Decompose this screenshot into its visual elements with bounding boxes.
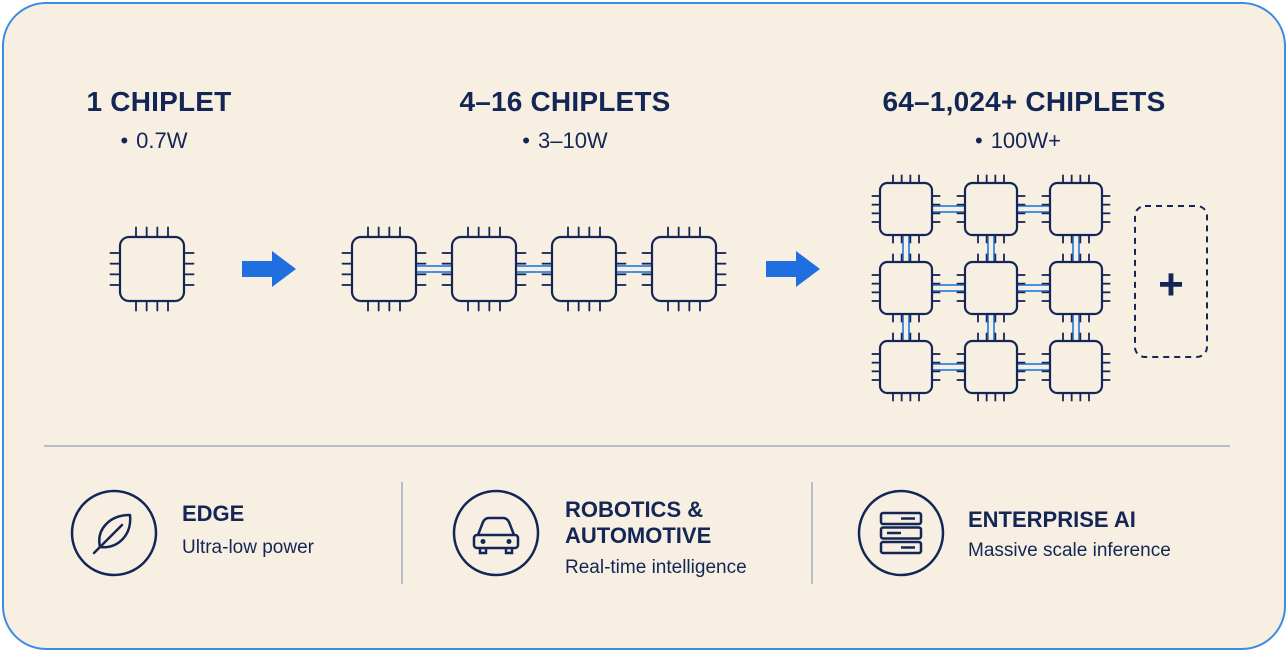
chip-row-4 xyxy=(641,226,727,312)
bullet: • xyxy=(974,128,983,153)
chip-row-2 xyxy=(441,226,527,312)
arrows xyxy=(242,251,820,287)
chip-grid-1-3 xyxy=(1041,174,1111,244)
stage-3-power-value: 100W+ xyxy=(990,128,1062,153)
chip-body xyxy=(963,260,1019,316)
chip-body xyxy=(118,235,186,303)
chip-body xyxy=(963,181,1019,237)
chip-grid-1-2 xyxy=(956,174,1026,244)
chip-grid-3-3 xyxy=(1041,332,1111,402)
chip-body xyxy=(1048,181,1104,237)
chip-grid-3-2 xyxy=(956,332,1026,402)
stage-2-title: 4–16 CHIPLETS xyxy=(459,86,671,117)
use-case-title-line2: AUTOMOTIVE xyxy=(565,523,712,548)
chiplet-diagram: + xyxy=(109,174,1208,402)
column-divider xyxy=(401,482,403,584)
chip-body xyxy=(878,339,934,395)
stage-1-power: • 0.7W xyxy=(120,128,187,154)
use-case-title: ENTERPRISE AI xyxy=(968,507,1136,532)
arrow-right-icon xyxy=(766,251,820,287)
chip-body xyxy=(550,235,618,303)
chip-body xyxy=(878,260,934,316)
stage-1-title: 1 CHIPLET xyxy=(86,86,232,117)
chip-row-3 xyxy=(541,226,627,312)
expand-placeholder: + xyxy=(1134,205,1208,358)
use-case-subtitle: Massive scale inference xyxy=(968,540,1171,561)
chips xyxy=(109,174,1111,402)
bullet: • xyxy=(120,128,129,153)
chip-grid-2-1 xyxy=(871,253,941,323)
chip-grid-3-1 xyxy=(871,332,941,402)
arrow-right-icon xyxy=(242,251,296,287)
connectors xyxy=(416,205,1080,371)
use-case-subtitle: Ultra-low power xyxy=(182,537,314,558)
chip-grid-2-2 xyxy=(956,253,1026,323)
chip-body xyxy=(650,235,718,303)
chip-body xyxy=(1048,339,1104,395)
stage-3-power: • 100W+ xyxy=(975,128,1061,154)
leaf-icon xyxy=(70,489,158,577)
chip-body xyxy=(963,339,1019,395)
chip-row-1 xyxy=(341,226,427,312)
chip-body xyxy=(1048,260,1104,316)
stage-1-power-value: 0.7W xyxy=(136,128,188,153)
car-icon xyxy=(452,489,540,577)
expand-dashed-box xyxy=(1134,205,1208,358)
chip-grid-1-1 xyxy=(871,174,941,244)
use-case-subtitle: Real-time intelligence xyxy=(565,557,747,578)
chip-body xyxy=(450,235,518,303)
chip-single xyxy=(109,226,195,312)
chip-body xyxy=(350,235,418,303)
column-divider xyxy=(811,482,813,584)
stage-2-power-value: 3–10W xyxy=(537,128,608,153)
chip-grid-2-3 xyxy=(1041,253,1111,323)
use-case-title: EDGE xyxy=(182,501,245,526)
stage-2-power: • 3–10W xyxy=(522,128,607,154)
server-icon xyxy=(857,489,945,577)
stage-3-title: 64–1,024+ CHIPLETS xyxy=(882,86,1166,117)
section-divider xyxy=(44,445,1230,447)
bullet: • xyxy=(522,128,530,153)
plus-icon: + xyxy=(1158,260,1184,309)
use-case-title-line1: ROBOTICS & xyxy=(565,497,704,522)
chip-body xyxy=(878,181,934,237)
